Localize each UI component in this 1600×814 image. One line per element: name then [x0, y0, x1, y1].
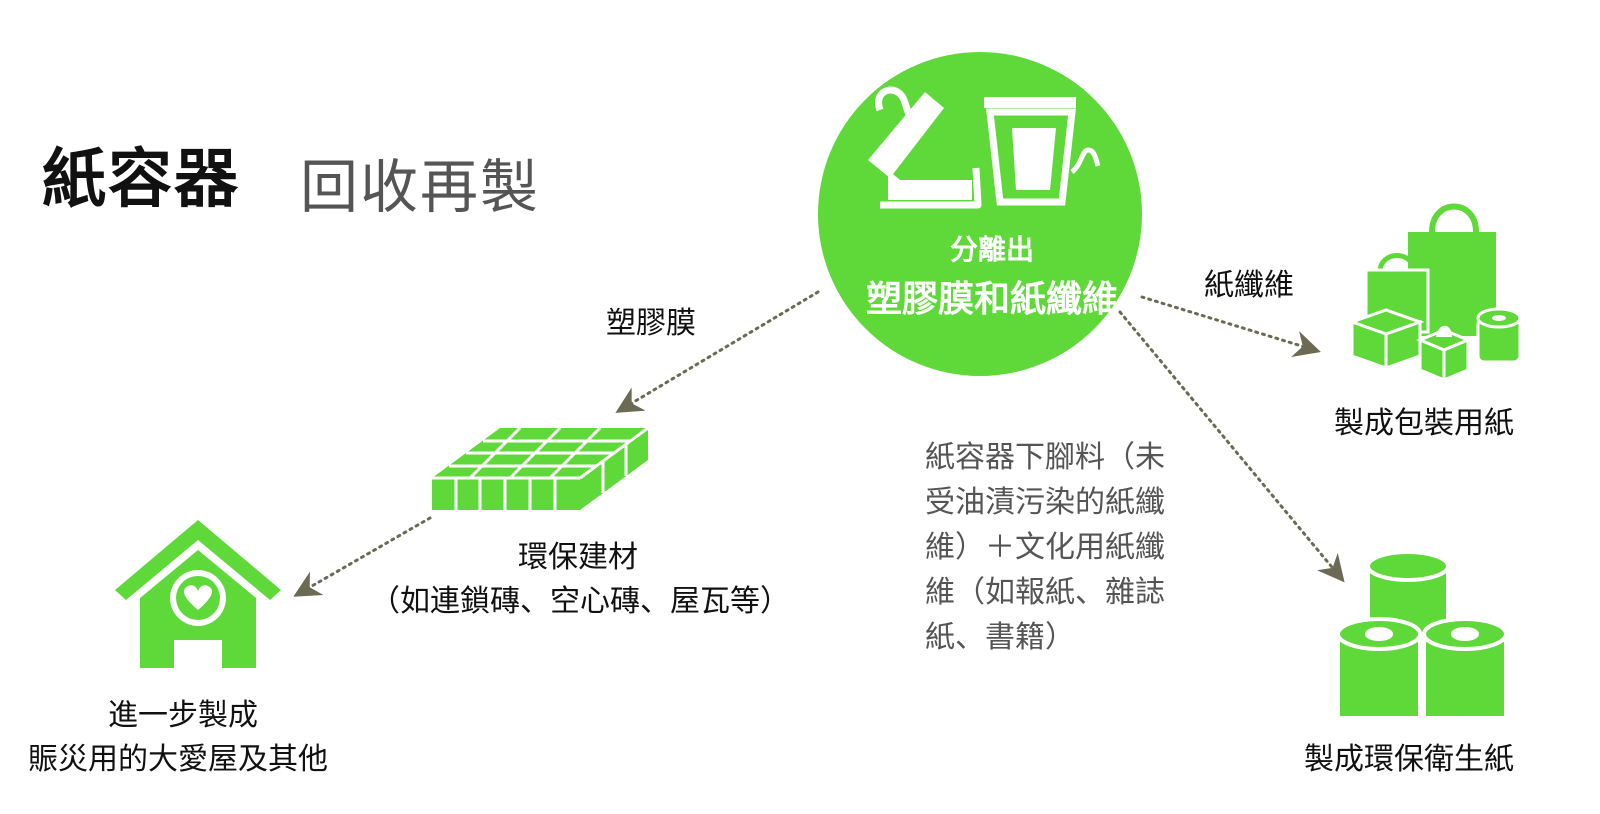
note-line: 維（如報紙、雜誌 — [925, 575, 1165, 610]
note-line: 受油漬污染的紙纖 — [925, 485, 1165, 520]
note-line: 紙、書籍） — [925, 620, 1075, 655]
carton-icon — [868, 86, 982, 209]
cup-icon — [984, 97, 1101, 206]
center-circle — [818, 52, 1142, 376]
edge-label-plastic: 塑膠膜 — [606, 306, 696, 341]
arrow-to-building — [615, 290, 820, 413]
packaging-label: 製成包裝用紙 — [1334, 406, 1514, 441]
arrow-to-house — [293, 516, 432, 597]
arrow-to-tissue — [1118, 310, 1345, 583]
house-label-line2: 賑災用的大愛屋及其他 — [28, 742, 328, 777]
packaging-icon — [1347, 203, 1522, 383]
house-icon — [115, 520, 281, 668]
title-subtitle: 回收再製 — [300, 153, 541, 221]
tissue-label: 製成環保衛生紙 — [1304, 742, 1514, 777]
brick-icon — [432, 426, 649, 510]
building-desc: （如連鎖磚、空心磚、屋瓦等） — [370, 584, 790, 619]
edge-label-fiber: 紙纖維 — [1204, 268, 1294, 303]
center-label-line1: 分離出 — [949, 233, 1034, 266]
building-title: 環保建材 — [518, 540, 638, 575]
title-main: 紙容器 — [42, 142, 240, 217]
house-label-line1: 進一步製成 — [108, 698, 258, 733]
arrow-to-packaging — [1140, 295, 1321, 357]
tissue-roll-icon — [1336, 550, 1508, 720]
center-label-line2: 塑膠膜和紙纖維 — [865, 278, 1118, 320]
note-line: 紙容器下腳料（未 — [925, 440, 1165, 475]
note-line: 維）＋文化用紙纖 — [925, 530, 1165, 565]
fiber-source-note: 紙容器下腳料（未 受油漬污染的紙纖 維）＋文化用紙纖 維（如報紙、雜誌 紙、書籍… — [925, 435, 1225, 660]
